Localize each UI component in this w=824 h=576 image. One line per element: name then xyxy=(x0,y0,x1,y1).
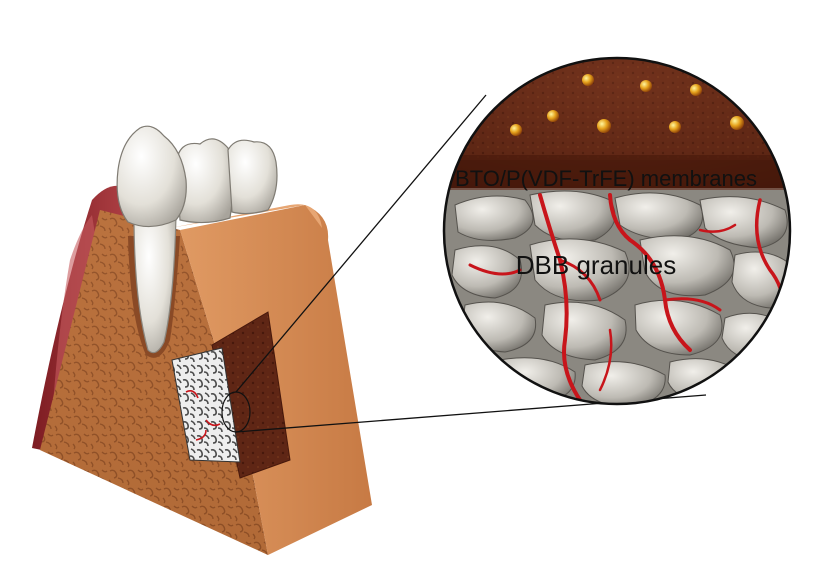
bto-particles xyxy=(510,74,744,136)
zoom-line-top xyxy=(235,94,487,393)
magnified-view: BTO/P(VDF-TrFE) membranes DBB granules xyxy=(442,56,792,406)
canine-crown xyxy=(116,125,187,228)
tooth-root xyxy=(133,214,177,354)
magnified-outline xyxy=(442,56,792,406)
bone-defect-graft xyxy=(171,347,241,463)
bone-top-ridge xyxy=(170,204,322,228)
membrane-label: BTO/P(VDF-TrFE) membranes xyxy=(455,166,757,191)
molar-back-1 xyxy=(175,138,234,224)
jaw-block xyxy=(32,125,372,555)
granules-label: DBB granules xyxy=(516,250,676,280)
molar-back-2 xyxy=(227,139,278,215)
